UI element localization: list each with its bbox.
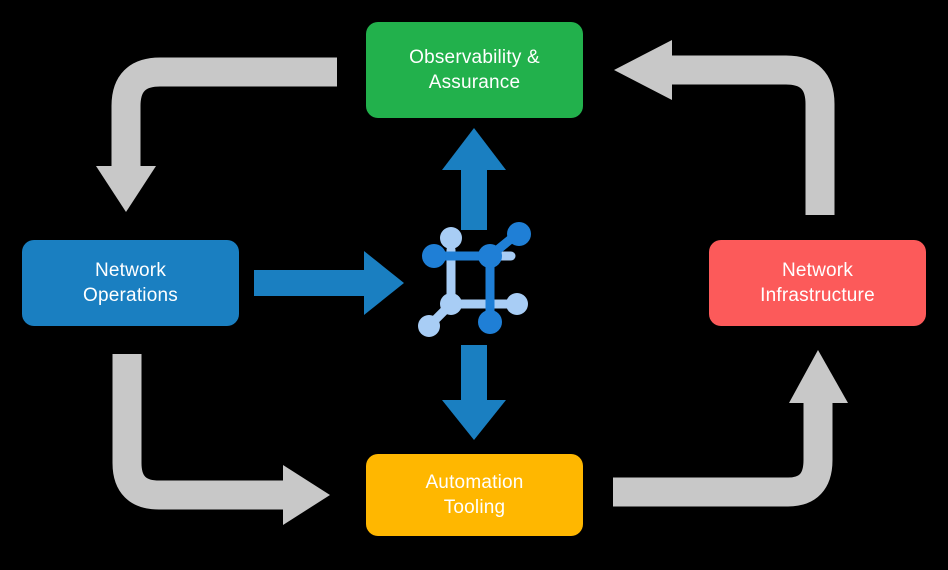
node-box-automation-tooling[interactable]: Automation Tooling bbox=[366, 454, 583, 536]
blue-arrow-hub-to-observability bbox=[442, 128, 506, 230]
node-label-automation-tooling: Automation Tooling bbox=[425, 471, 524, 518]
gray-arrow-observability-to-network-operations bbox=[96, 57, 337, 212]
node-label-observability: Observability & Assurance bbox=[409, 46, 540, 93]
gray-arrow-network-infrastructure-to-observability bbox=[614, 40, 835, 215]
node-box-observability[interactable]: Observability & Assurance bbox=[366, 22, 583, 118]
blue-arrow-hub-to-automation-tooling bbox=[442, 345, 506, 440]
node-box-network-operations[interactable]: Network Operations bbox=[22, 240, 239, 326]
network-hub-icon bbox=[418, 222, 531, 337]
node-box-network-infrastructure[interactable]: Network Infrastructure bbox=[709, 240, 926, 326]
gray-arrow-network-operations-to-automation-tooling bbox=[112, 354, 330, 525]
gray-arrow-automation-tooling-to-network-infrastructure bbox=[613, 350, 848, 507]
blue-arrow-network-operations-to-hub bbox=[254, 251, 404, 315]
node-label-network-operations: Network Operations bbox=[83, 259, 178, 306]
node-label-network-infrastructure: Network Infrastructure bbox=[760, 259, 875, 306]
